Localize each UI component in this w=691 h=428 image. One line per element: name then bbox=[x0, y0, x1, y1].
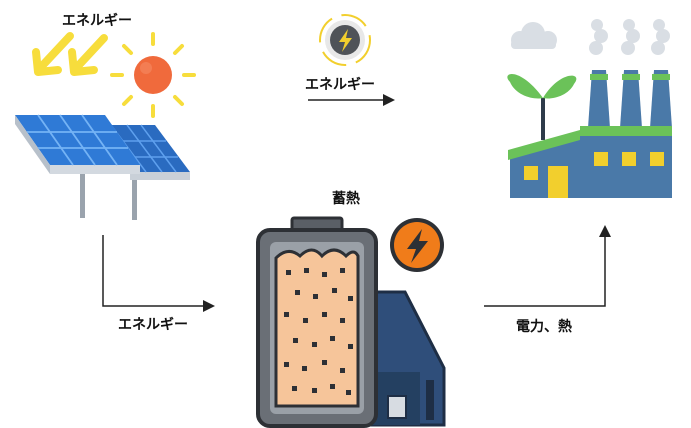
lightning-bolt-icon bbox=[339, 29, 352, 52]
sunlight-arrow bbox=[32, 32, 74, 76]
factory-icon bbox=[507, 19, 672, 198]
label-storage: 蓄熱 bbox=[332, 191, 360, 207]
thermal-storage-tank-icon bbox=[256, 216, 446, 428]
lightning-bolt-icon bbox=[407, 229, 428, 263]
sunlight-arrow bbox=[68, 34, 108, 76]
sun-icon bbox=[110, 32, 196, 118]
cloud-icon bbox=[511, 22, 557, 49]
label-top-energy: エネルギー bbox=[305, 77, 375, 93]
solar-panel-icon bbox=[15, 114, 190, 220]
label-sun-energy: エネルギー bbox=[62, 13, 132, 29]
label-left-energy: エネルギー bbox=[118, 317, 188, 333]
sunlight-arrows bbox=[32, 32, 108, 76]
energy-badge-top bbox=[319, 14, 371, 66]
sprout-icon bbox=[507, 74, 577, 140]
arrow-storage-to-factory bbox=[484, 225, 611, 307]
label-output: 電力、熱 bbox=[516, 319, 572, 335]
arrow-panel-to-storage bbox=[102, 235, 215, 312]
energy-badge-storage bbox=[390, 218, 444, 272]
